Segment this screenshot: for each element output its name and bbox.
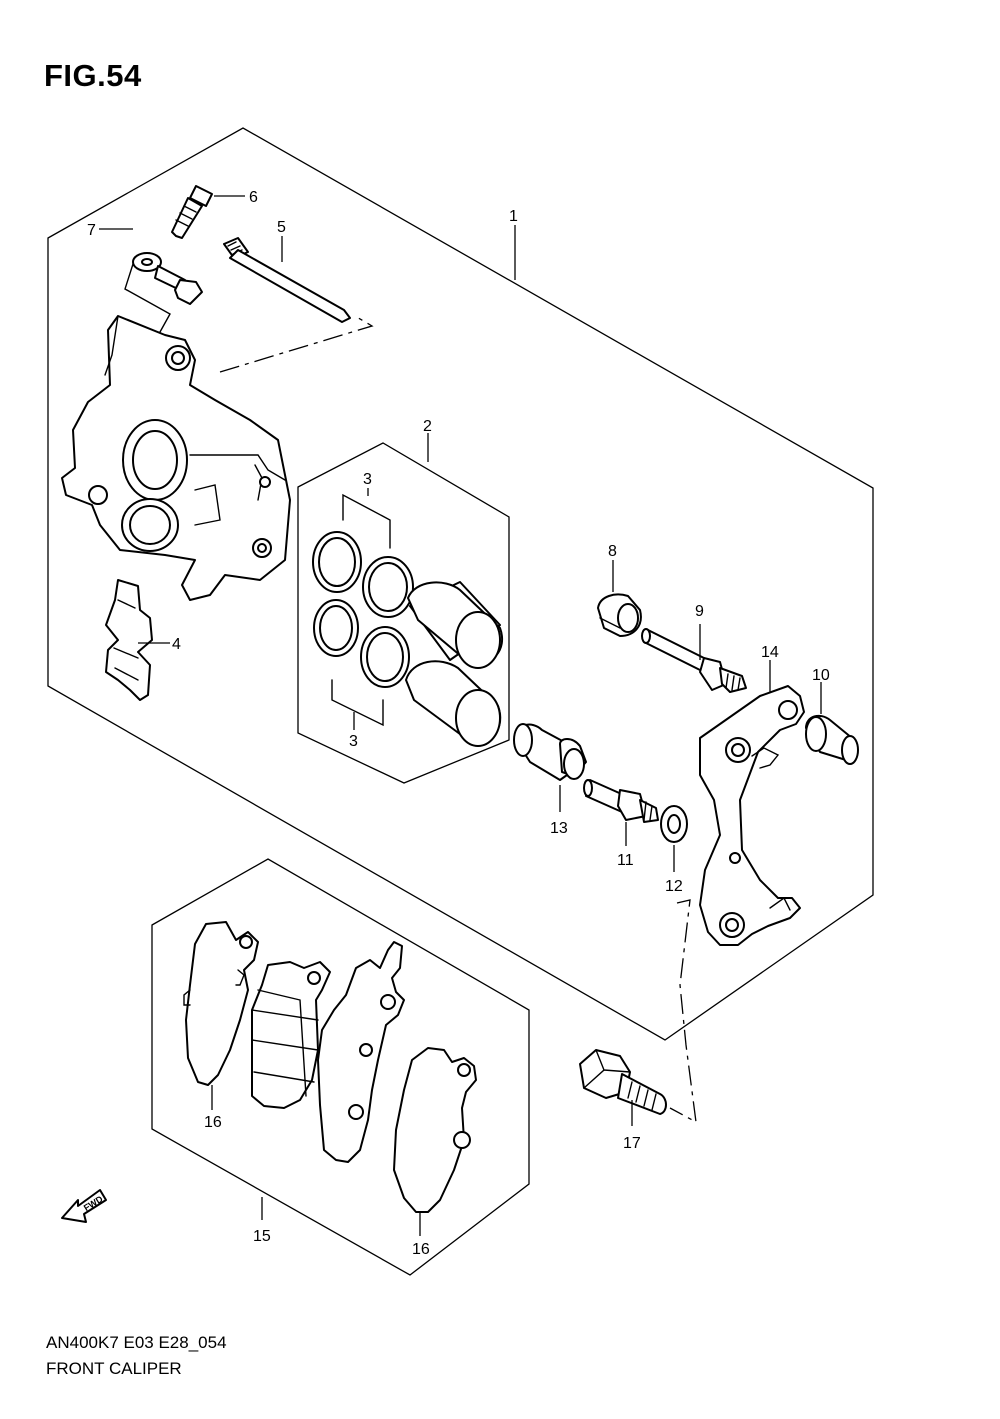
- callout-8: 8: [608, 543, 617, 560]
- assembly-15-boundary: [151, 858, 530, 1276]
- brake-pad-16-right: [393, 1047, 477, 1236]
- pistons: [405, 581, 503, 747]
- bolt-11: [583, 779, 659, 846]
- callout-1: 1: [509, 208, 518, 225]
- bleeder-cap-7: [99, 228, 203, 333]
- diagram-code: AN400K7 E03 E28_054: [46, 1333, 227, 1352]
- pad-pin-5: [223, 236, 351, 323]
- bleeder-screw-6: [171, 185, 245, 239]
- diagram-name: FRONT CALIPER: [46, 1359, 182, 1378]
- assembly-2-boundary: [297, 442, 510, 784]
- callout-2: 2: [423, 418, 432, 435]
- brake-pad-backing-center: [251, 961, 331, 1109]
- forward-direction-arrow: FWD: [61, 1189, 107, 1223]
- sleeve-13: [513, 723, 587, 812]
- callout-17: 17: [623, 1135, 641, 1152]
- callout-6: 6: [249, 189, 258, 206]
- bracket-14: [699, 660, 805, 946]
- callout-13: 13: [550, 820, 568, 837]
- callout-5: 5: [277, 219, 286, 236]
- brake-pad-16-left: [183, 921, 259, 1110]
- callout-15: 15: [253, 1228, 271, 1245]
- slide-pin-10: [805, 682, 859, 765]
- assembly-1-boundary: [47, 127, 874, 1041]
- callout-16-left: 16: [204, 1114, 222, 1131]
- callout-9: 9: [695, 603, 704, 620]
- callout-12: 12: [665, 878, 683, 895]
- callout-3-top: 3: [363, 471, 372, 488]
- caliper-body: [61, 315, 291, 601]
- boot-8: [597, 560, 642, 637]
- piston-seals-3: [312, 488, 414, 730]
- callout-11: 11: [617, 852, 634, 869]
- callout-3-bottom: 3: [349, 733, 358, 750]
- callout-14: 14: [761, 644, 779, 661]
- brake-pad-shim-center: [317, 941, 405, 1163]
- callout-16-right: 16: [412, 1241, 430, 1258]
- bolt-17: [579, 1049, 667, 1126]
- figure-title: FIG.54: [44, 58, 142, 93]
- callout-10: 10: [812, 667, 830, 684]
- washer-12: [660, 805, 688, 872]
- pad-spring-4: [105, 579, 170, 701]
- slide-pin-9: [641, 624, 747, 693]
- callout-7: 7: [87, 222, 96, 239]
- callout-4: 4: [172, 636, 181, 653]
